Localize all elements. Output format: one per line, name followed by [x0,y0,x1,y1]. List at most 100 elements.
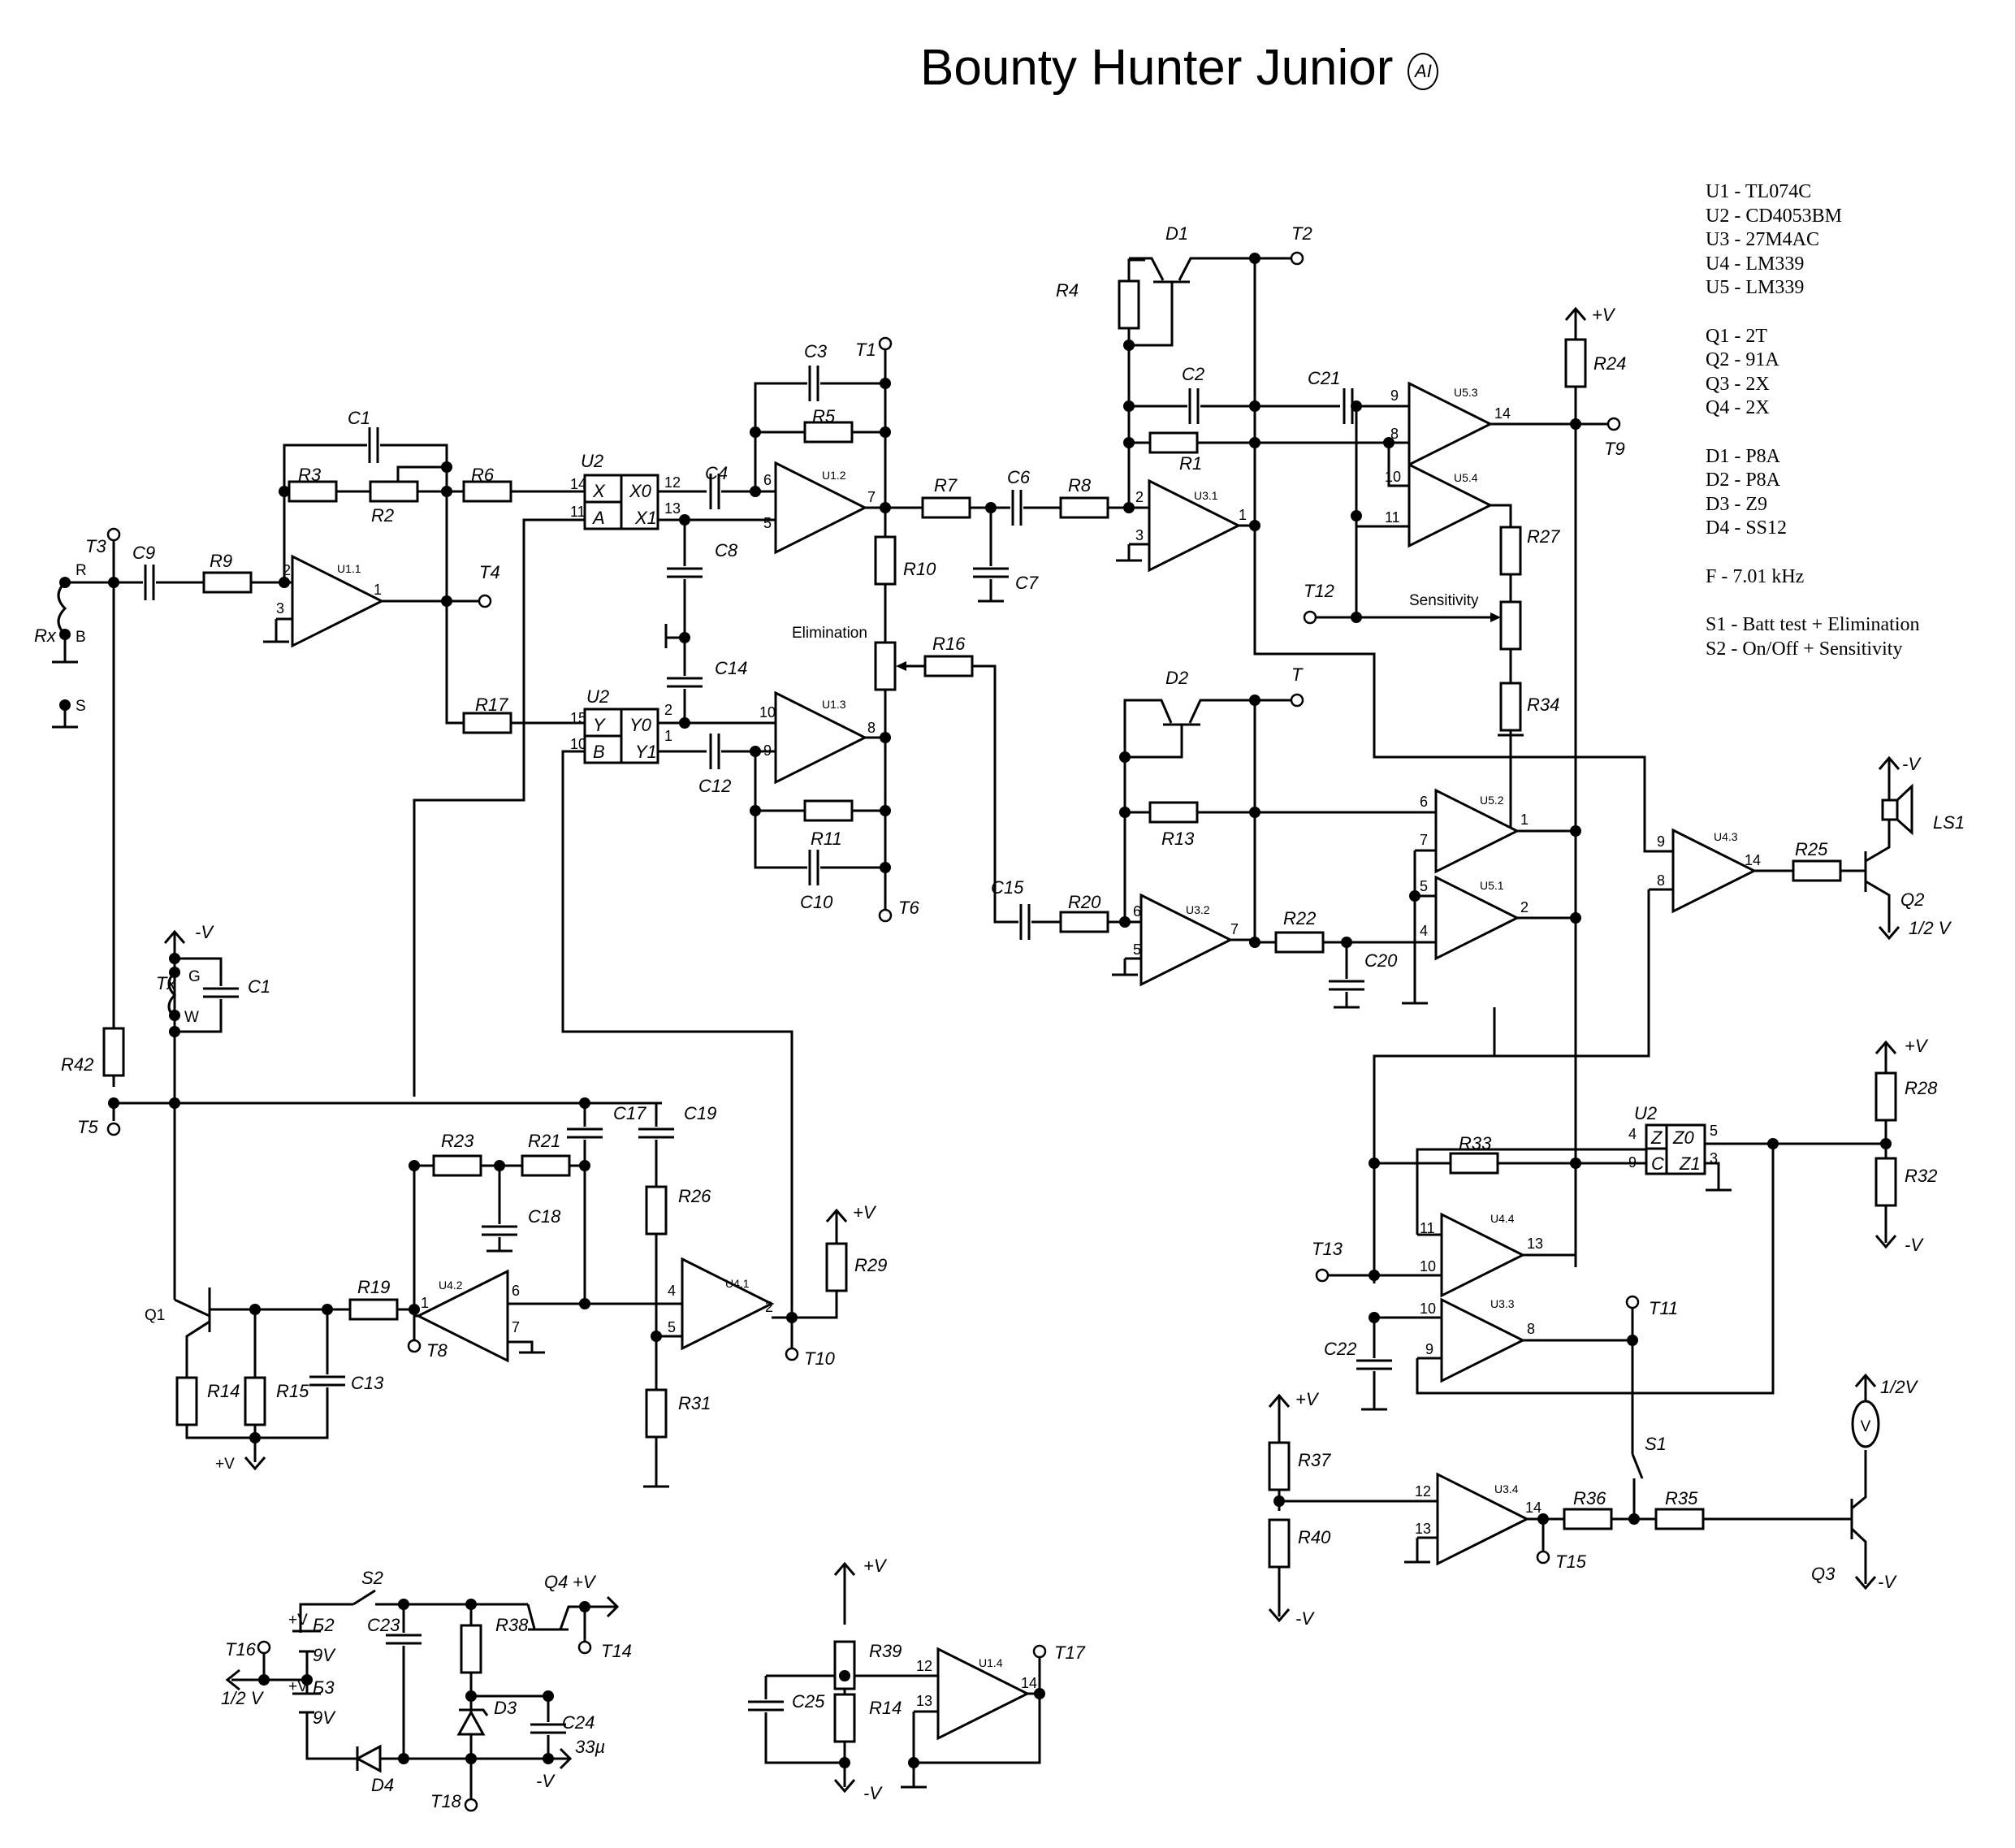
resistor-r16 [923,655,974,677]
pin-number: 10 [759,704,776,721]
resistor-r13 [1148,801,1199,824]
label-r-pin: R [76,562,87,579]
label-mux_Z: Z [1650,1127,1663,1148]
legend-item: U4 - LM339 [1706,253,1805,275]
label-pv: +V [573,1572,597,1592]
pin-number: 2 [1135,489,1144,505]
wire [1416,1148,1646,1235]
label-R39: R39 [869,1641,902,1661]
junction-dot [1570,418,1581,430]
resistor-r20 [1059,911,1109,933]
label-mux_C: C [1651,1153,1664,1174]
opamp-u3-4 [1436,1472,1530,1566]
legend-item: D3 - Z9 [1706,493,1767,515]
resistor-r33 [1449,1152,1499,1175]
pin-number: 6 [763,472,772,488]
wire [1127,258,1145,508]
switch-s1 [1631,1453,1644,1479]
label-C15: C15 [991,877,1024,898]
junction-dot [398,1599,409,1610]
test-point [106,527,121,542]
label-C22: C22 [1324,1339,1356,1359]
label-C4: C4 [705,463,728,483]
supply-arrow-icon [825,1208,848,1223]
label-R36: R36 [1573,1488,1606,1508]
label-C12: C12 [698,776,731,796]
label-C1b: C1 [248,976,270,997]
label-elimination: Elimination [792,625,867,642]
label-C1: C1 [348,408,370,428]
label-C20: C20 [1364,950,1398,971]
label-U1_2: U1.2 [822,469,846,482]
label-C23: C23 [367,1615,400,1635]
opamp-u1-2 [774,461,868,555]
wire [1123,699,1141,922]
label-R5: R5 [812,406,836,426]
test-point [577,1640,592,1655]
wire [792,1292,838,1319]
resistor-r26 [645,1185,668,1236]
wire [754,382,885,491]
label-nv: -V [195,922,214,942]
tx-coil-icon [167,971,177,1019]
wire [1253,258,1661,853]
label-LS1: LS1 [1933,812,1965,833]
label-U5_3: U5.3 [1454,386,1478,399]
label-s-pin: S [76,698,86,715]
junction-dot [1123,437,1135,448]
label-T12: T12 [1304,581,1334,601]
opamp-u3-1 [1148,478,1242,573]
label-half_v2: 1/2V [1880,1377,1919,1397]
diode-d4 [354,1744,382,1773]
pin-number: 13 [916,1693,932,1709]
test-point [106,1122,121,1136]
legend-switches: S1 - Batt test + Elimination S2 - On/Off… [1706,613,1920,661]
d2-collector [1188,699,1255,724]
legend-item: U3 - 27M4AC [1706,229,1820,250]
wire [299,1603,353,1633]
wire [585,1101,658,1129]
resistor-r9 [202,571,253,594]
resistor-r37 [1268,1441,1291,1491]
opamp-u4-1 [681,1257,775,1351]
junction-dot [750,486,761,497]
wire [305,1712,357,1760]
junction-dot [880,862,891,873]
junction-dot [1249,937,1260,948]
parts-legend: U1 - TL074C U2 - CD4053BM U3 - 27M4AC U4… [1706,180,1920,661]
wire [413,518,585,1097]
junction-dot [59,699,71,711]
pin-number: 5 [1133,941,1141,958]
label-pv: +V [853,1202,877,1223]
resistor-r27 [1499,526,1522,576]
junction-dot [543,1753,554,1764]
junction-dot [880,732,891,743]
pin-number: 6 [1420,794,1428,810]
label-Q3: Q3 [1811,1564,1836,1584]
resistor-r25 [1792,859,1842,882]
resistor-r2 [369,480,419,503]
junction-dot [880,805,891,816]
label-half_v: 1/2 V [221,1688,265,1708]
junction-dot [1537,1513,1549,1525]
label-R4: R4 [1056,280,1079,301]
label-bat_v: 9V [313,1645,336,1665]
wire [754,751,885,869]
label-C6: C6 [1007,467,1031,487]
label-U4_1: U4.1 [725,1277,750,1290]
label-plus-v: +V [1592,305,1616,325]
junction-dot [1351,400,1362,412]
opamp-u3-3 [1440,1297,1526,1383]
pin-number: 4 [1628,1126,1637,1142]
zener-d3-bar [459,1708,489,1716]
label-Q4: Q4 [544,1572,568,1592]
pin-number: 3 [276,600,284,617]
label-B2: Б2 [313,1615,335,1635]
label-rx: Rx [34,625,57,646]
potentiometer-sensitivity [1499,600,1522,651]
q2-emitter [1865,880,1891,933]
label-R34: R34 [1527,695,1559,715]
junction-dot [1880,1138,1892,1149]
